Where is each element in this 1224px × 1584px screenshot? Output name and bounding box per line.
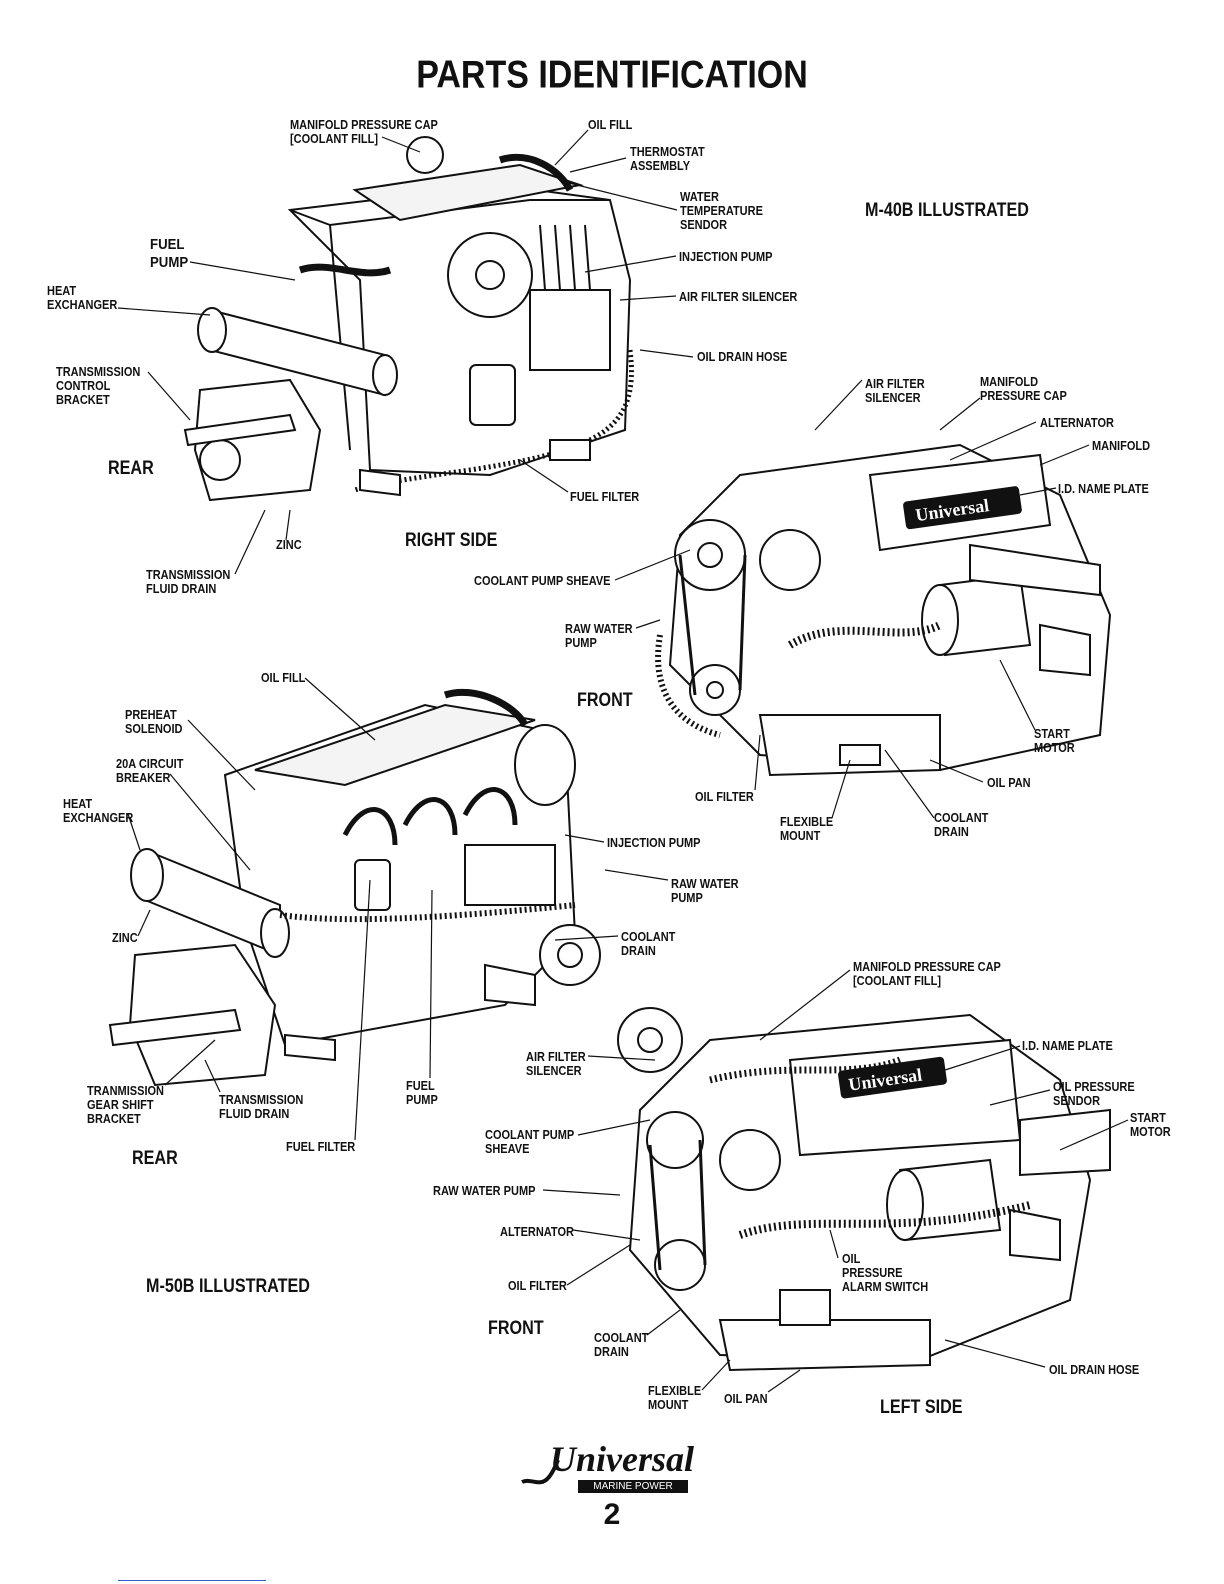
- label-transmission-fluid-drain: TRANSMISSION FLUID DRAIN: [146, 568, 231, 596]
- label-transmission-control-bracket: TRANSMISSION CONTROL BRACKET: [56, 365, 141, 407]
- label-manifold: MANIFOLD: [1092, 439, 1151, 453]
- label-injection-pump: INJECTION PUMP: [679, 250, 773, 264]
- label-oil-drain-hose: OIL DRAIN HOSE: [697, 350, 788, 364]
- engine-illustration-m40b-right-side: [183, 136, 634, 502]
- label-id-name-plate: I.D. NAME PLATE: [1022, 1039, 1113, 1053]
- label-water-temperature-sendor: WATER TEMPERATURE SENDOR: [680, 190, 763, 232]
- caption-m50b-illustrated: M-50B ILLUSTRATED: [146, 1276, 310, 1297]
- label-fuel-pump: FUEL PUMP: [150, 236, 189, 271]
- engine-illustration-m40b-front: Universal: [655, 443, 1112, 777]
- label-thermostat-assembly: THERMOSTAT ASSEMBLY: [630, 145, 705, 173]
- label-oil-pressure-alarm-switch: OIL PRESSURE ALARM SWITCH: [842, 1252, 929, 1294]
- universal-logo: Universal MARINE POWER: [520, 1440, 694, 1495]
- logo-tagline: MARINE POWER: [578, 1480, 688, 1493]
- label-20a-circuit-breaker: 20A CIRCUIT BREAKER: [116, 757, 184, 785]
- label-start-motor: START MOTOR: [1034, 727, 1075, 755]
- label-zinc: ZINC: [112, 931, 138, 945]
- label-raw-water-pump: RAW WATER PUMP: [565, 622, 633, 650]
- label-coolant-pump-sheave: COOLANT PUMP SHEAVE: [474, 574, 611, 588]
- label-alternator: ALTERNATOR: [1040, 416, 1114, 430]
- label-heat-exchanger: HEAT EXCHANGER: [47, 284, 118, 312]
- label-fuel-filter: FUEL FILTER: [570, 490, 640, 504]
- footer-rule: [118, 1580, 266, 1581]
- label-coolant-drain: COOLANT DRAIN: [934, 811, 989, 839]
- wave-logo-icon: [521, 1459, 560, 1485]
- label-oil-drain-hose: OIL DRAIN HOSE: [1049, 1363, 1140, 1377]
- label-fuel-filter: FUEL FILTER: [286, 1140, 356, 1154]
- label-manifold-pressure-cap: MANIFOLD PRESSURE CAP: [980, 375, 1067, 403]
- caption-rear-top: REAR: [108, 458, 154, 479]
- page-number: 2: [603, 1498, 621, 1531]
- label-manifold-pressure-cap: MANIFOLD PRESSURE CAP [COOLANT FILL]: [853, 960, 1001, 988]
- label-start-motor: START MOTOR: [1130, 1111, 1171, 1139]
- label-raw-water-pump: RAW WATER PUMP: [671, 877, 739, 905]
- label-heat-exchanger: HEAT EXCHANGER: [63, 797, 134, 825]
- label-oil-pan: OIL PAN: [724, 1392, 768, 1406]
- label-oil-filter: OIL FILTER: [695, 790, 754, 804]
- label-injection-pump: INJECTION PUMP: [607, 836, 701, 850]
- label-preheat-solenoid: PREHEAT SOLENOID: [125, 708, 183, 736]
- engine-illustration-m50b-rear: [108, 688, 601, 1087]
- label-raw-water-pump: RAW WATER PUMP: [433, 1184, 536, 1198]
- label-flexible-mount: FLEXIBLE MOUNT: [780, 815, 834, 843]
- engine-illustration-m50b-left-side: Universal: [617, 1007, 1111, 1372]
- label-transmission-gear-shift-bracket: TRANMISSION GEAR SHIFT BRACKET: [87, 1084, 164, 1126]
- label-coolant-pump-sheave: COOLANT PUMP SHEAVE: [485, 1128, 575, 1156]
- label-oil-pan: OIL PAN: [987, 776, 1031, 790]
- label-manifold-pressure-cap: MANIFOLD PRESSURE CAP [COOLANT FILL]: [290, 118, 438, 146]
- label-air-filter-silencer: AIR FILTER SILENCER: [865, 377, 925, 405]
- label-transmission-fluid-drain: TRANSMISSION FLUID DRAIN: [219, 1093, 304, 1121]
- page-title: PARTS IDENTIFICATION: [416, 53, 808, 97]
- label-fuel-pump: FUEL PUMP: [406, 1079, 438, 1107]
- caption-m40b-illustrated: M-40B ILLUSTRATED: [865, 200, 1029, 221]
- label-id-name-plate: I.D. NAME PLATE: [1058, 482, 1149, 496]
- label-air-filter-silencer: AIR FILTER SILENCER: [679, 290, 798, 304]
- label-coolant-drain: COOLANT DRAIN: [594, 1331, 649, 1359]
- label-oil-fill: OIL FILL: [261, 671, 306, 685]
- label-air-filter-silencer: AIR FILTER SILENCER: [526, 1050, 586, 1078]
- caption-front-top: FRONT: [577, 690, 633, 711]
- caption-left-side: LEFT SIDE: [880, 1397, 963, 1418]
- label-flexible-mount: FLEXIBLE MOUNT: [648, 1384, 702, 1412]
- label-oil-filter: OIL FILTER: [508, 1279, 567, 1293]
- caption-front-bottom: FRONT: [488, 1318, 544, 1339]
- logo-wordmark: Universal: [550, 1439, 694, 1479]
- caption-rear-bottom: REAR: [132, 1148, 178, 1169]
- label-oil-fill: OIL FILL: [588, 118, 633, 132]
- label-zinc: ZINC: [276, 538, 302, 552]
- label-oil-pressure-sendor: OIL PRESSURE SENDOR: [1053, 1080, 1135, 1108]
- label-alternator: ALTERNATOR: [500, 1225, 574, 1239]
- caption-right-side: RIGHT SIDE: [405, 530, 498, 551]
- label-coolant-drain: COOLANT DRAIN: [621, 930, 676, 958]
